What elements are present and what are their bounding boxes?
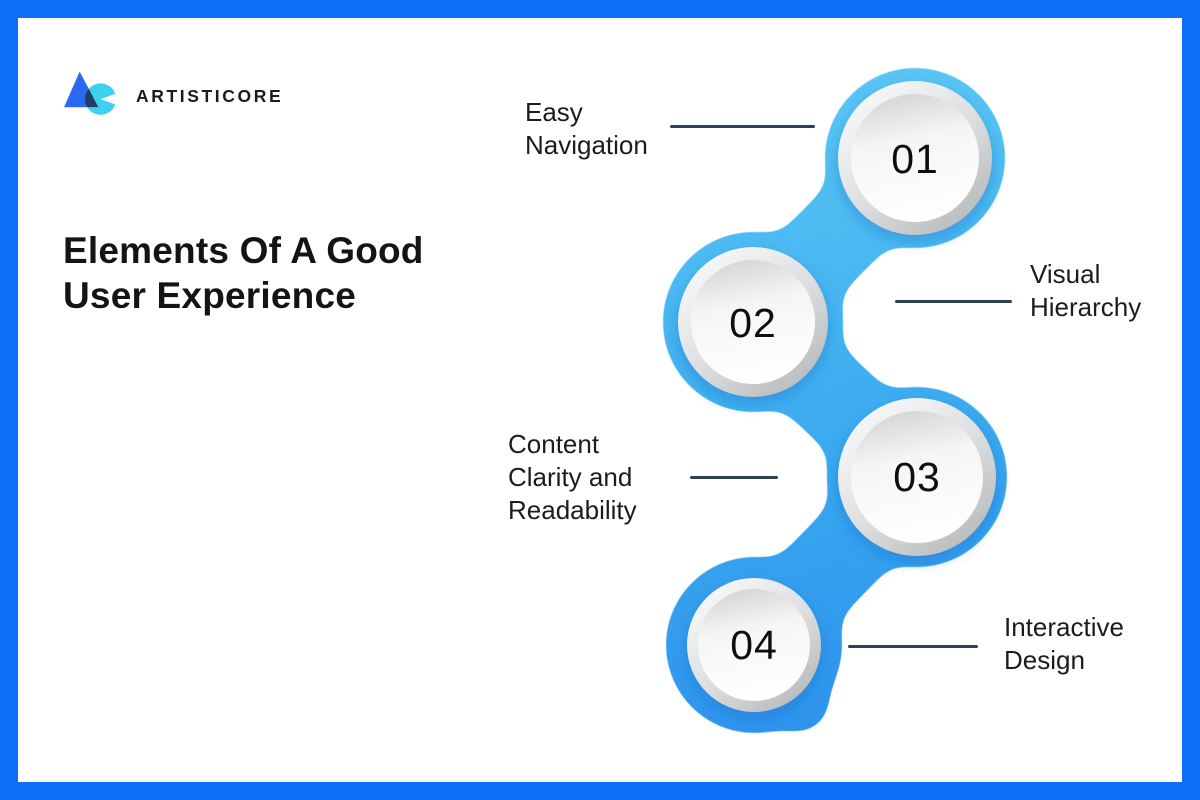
step-circle-1 [838,81,992,235]
label-line: Clarity and [508,462,633,492]
step-circles [678,81,996,712]
page-title-line-1: Elements Of A Good [63,230,424,271]
connector-line-3 [690,476,778,479]
step-circle-2 [678,247,828,397]
step-number-3: 03 [893,454,941,500]
label-line: Hierarchy [1030,292,1142,322]
brand-name: ARTISTICORE [136,86,284,106]
page-title-line-2: User Experience [63,275,357,316]
label-line: Interactive [1004,612,1124,642]
connector-line-2 [895,300,1012,303]
step-number-1: 01 [891,136,939,182]
label-line: Design [1004,645,1085,675]
step-number-4: 04 [730,622,778,668]
step-circle-3 [838,398,996,556]
step-number-2: 02 [729,300,777,346]
logo: ARTISTICORE [64,63,283,118]
logo-mark-icon [64,71,116,115]
label-interactive-design: Interactive Design [1004,611,1124,677]
label-content-clarity: Content Clarity and Readability [508,428,637,527]
label-line: Visual [1030,259,1101,289]
label-line: Easy [525,97,583,127]
page-title: Elements Of A Good User Experience [63,228,424,318]
connector-line-1 [670,125,815,128]
step-circle-4 [687,578,821,712]
connector-line-4 [848,645,978,648]
label-line: Readability [508,495,637,525]
label-easy-navigation: Easy Navigation [525,96,648,162]
blob-spine [710,115,960,688]
label-line: Content [508,429,600,459]
label-visual-hierarchy: Visual Hierarchy [1030,258,1141,324]
label-line: Navigation [525,130,648,160]
